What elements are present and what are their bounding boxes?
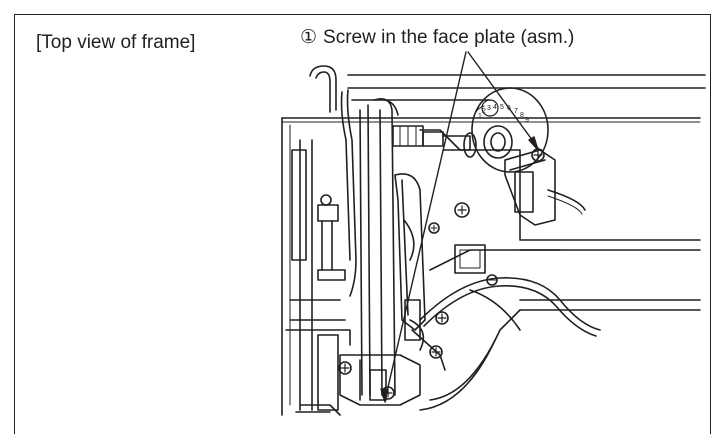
dial-label: 4	[493, 104, 497, 111]
figure-frame	[14, 14, 711, 434]
lower-presser-assembly	[295, 299, 425, 416]
curled-handle	[309, 65, 357, 297]
casting-window	[454, 244, 486, 274]
dial-label: 6	[507, 105, 511, 112]
left-guide-bars	[285, 139, 351, 411]
figure-title: [Top view of frame]	[36, 32, 196, 53]
dial-label: 9	[525, 117, 529, 124]
face-plate-bracket	[504, 148, 586, 226]
callout-text: Screw in the face plate (asm.)	[323, 27, 575, 48]
tension-dial: 1 2 3 4 5 6 7 8 9	[471, 87, 549, 173]
central-lever	[394, 173, 446, 371]
tension-assembly	[392, 125, 477, 158]
dial-label: 1	[478, 113, 482, 120]
machine-illustration: 1 2 3 4 5 6 7 8 9	[281, 51, 706, 416]
dial-label: 7	[514, 108, 518, 115]
dial-scale-labels: 1 2 3 4 5 6 7 8 9	[478, 104, 529, 124]
dial-label: 2	[482, 108, 486, 115]
callout-number: ①	[300, 27, 318, 48]
dial-label: 8	[520, 112, 524, 119]
screw-heads	[338, 202, 470, 400]
dial-label: 5	[500, 104, 504, 111]
frame-casting	[281, 74, 706, 416]
dial-label: 3	[487, 105, 491, 112]
oil-tubes	[419, 274, 601, 337]
vertical-rods	[359, 97, 399, 396]
